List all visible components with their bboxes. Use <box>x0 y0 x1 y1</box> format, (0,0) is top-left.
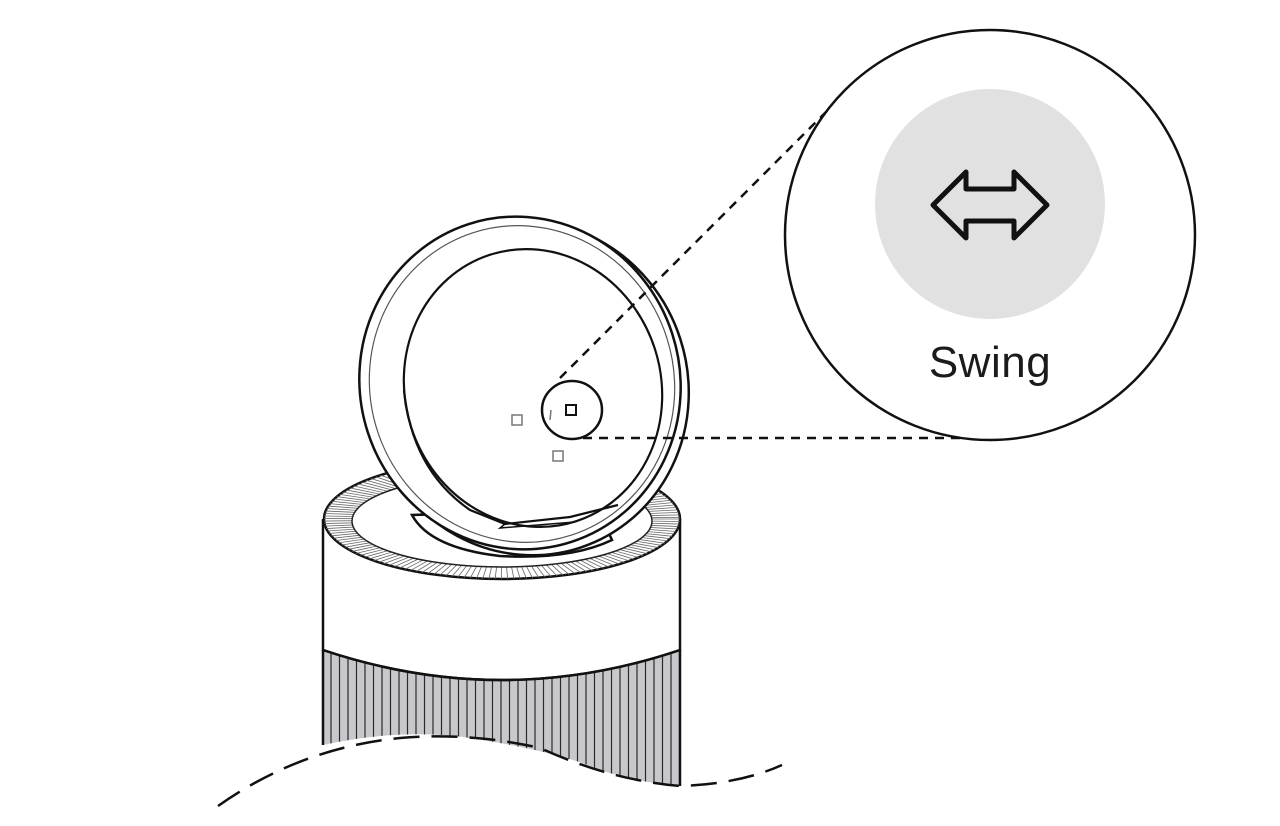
control-indicator <box>550 410 551 420</box>
cutoff-line <box>218 736 782 806</box>
swing-icon-background <box>875 89 1105 319</box>
swing-label: Swing <box>890 338 1090 388</box>
